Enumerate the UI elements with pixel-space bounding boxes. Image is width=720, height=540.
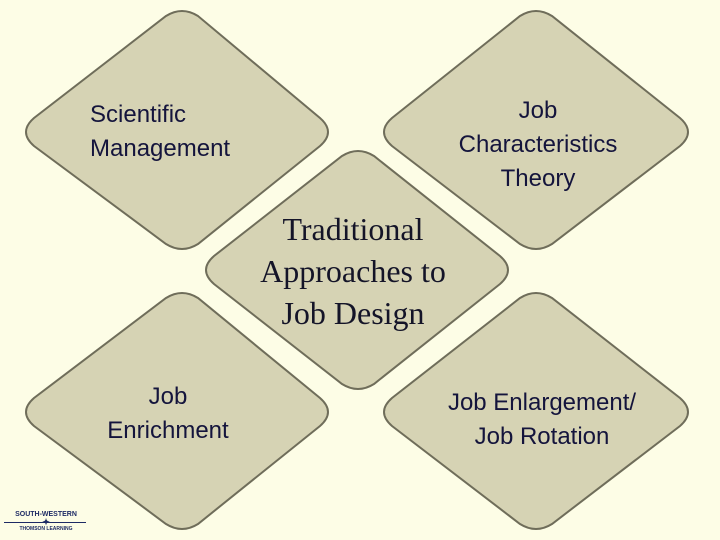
diamond-top-right: [383, 10, 689, 250]
logo-line2: THOMSON LEARNING: [19, 526, 73, 532]
label-job-enrichment: Job Enrichment: [107, 383, 229, 444]
label-job-enlargement-rotation: Job Enlargement/ Job Rotation: [447, 389, 637, 450]
diamond-top-left: [25, 10, 329, 250]
diamond-center: [205, 150, 509, 390]
logo-rule: [4, 522, 86, 523]
logo-line1: SOUTH-WESTERN: [15, 511, 77, 518]
diamond-bottom-right: [383, 292, 689, 530]
logo-star-icon: ✦: [42, 517, 50, 527]
label-traditional-approaches: Traditional Approaches to Job Design: [260, 211, 446, 331]
publisher-logo: SOUTH-WESTERN ✦ THOMSON LEARNING: [4, 508, 88, 538]
diamond-bottom-left: [25, 292, 329, 530]
label-job-characteristics-theory: Job Characteristics Theory: [458, 97, 618, 192]
label-scientific-management: Scientific Management: [90, 101, 231, 162]
